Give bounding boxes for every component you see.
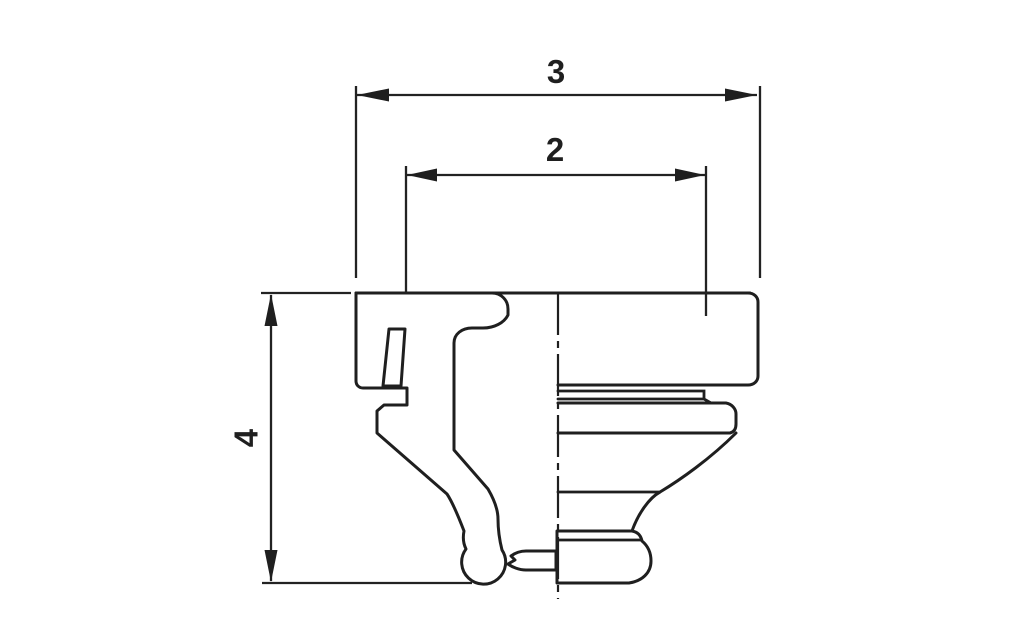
arrowhead-bottom xyxy=(264,550,278,582)
part-views xyxy=(354,291,760,599)
outside-view-right-half xyxy=(555,291,760,585)
dimension-outer-width: 3 xyxy=(354,53,762,278)
arrowhead-right xyxy=(725,88,757,102)
dimension-label-inner-width: 2 xyxy=(546,131,564,168)
groove-band-edges xyxy=(556,389,713,405)
arrowhead-left xyxy=(357,88,389,102)
section-view-left-half xyxy=(354,291,558,586)
tip-profile xyxy=(555,529,653,585)
dimension-label-outer-width: 3 xyxy=(547,53,565,90)
dimension-height: 4 xyxy=(228,291,472,585)
cone-profile xyxy=(630,431,738,533)
arrowhead-right xyxy=(675,168,705,182)
annular-groove-slot xyxy=(381,327,407,388)
tip-section-strip xyxy=(506,549,558,572)
section-body-hatched xyxy=(354,291,510,586)
arrowhead-left xyxy=(407,168,437,182)
dimension-inner-width: 2 xyxy=(404,131,708,316)
arrowhead-top xyxy=(264,294,278,326)
flange-profile xyxy=(556,401,738,435)
dimension-label-height: 4 xyxy=(228,428,265,447)
body-cylinder-profile xyxy=(556,291,760,387)
